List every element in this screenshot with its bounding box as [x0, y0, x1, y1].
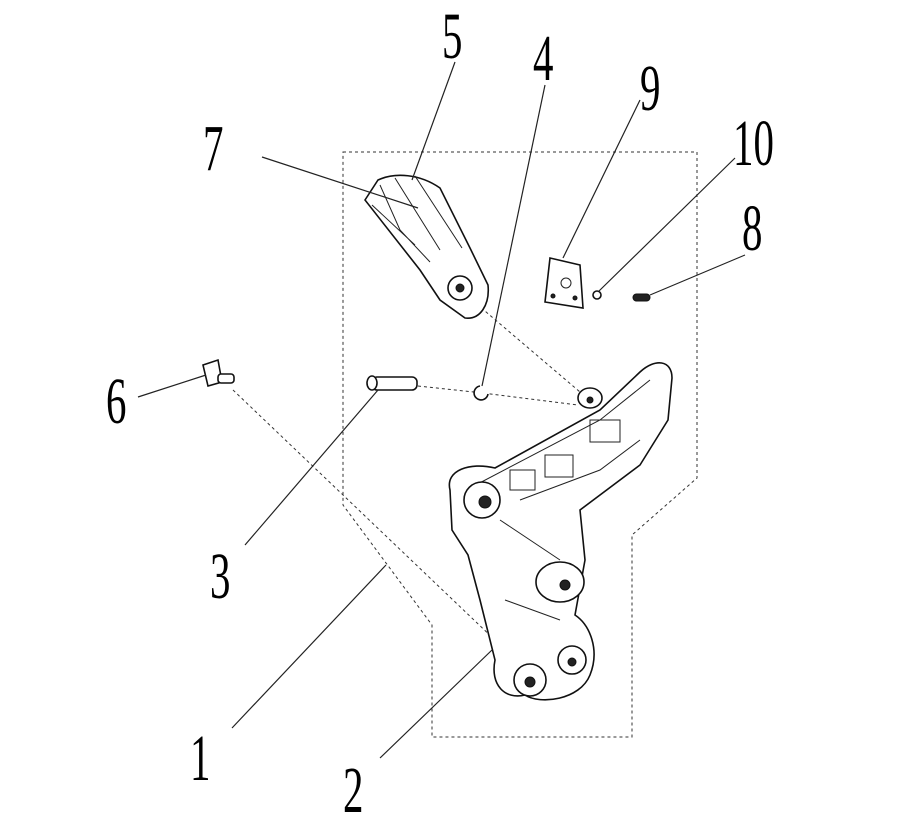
- assembly-line-pin: [417, 385, 579, 406]
- bracket-part: [448, 362, 673, 701]
- leader-3: [244, 389, 379, 546]
- leader-2: [379, 649, 493, 759]
- label-4: 4: [533, 21, 553, 94]
- label-8: 8: [742, 191, 762, 264]
- leader-9: [562, 99, 641, 259]
- label-7: 7: [203, 111, 223, 184]
- leader-7: [261, 156, 419, 209]
- label-3: 3: [210, 539, 230, 612]
- label-10: 10: [733, 106, 774, 179]
- label-9: 9: [640, 51, 660, 124]
- leader-1: [231, 564, 387, 729]
- plate-part: [544, 257, 584, 309]
- footrest-part: [364, 174, 490, 319]
- bolt-part: [202, 358, 235, 387]
- leader-4: [481, 84, 546, 387]
- pin-part: [366, 375, 418, 391]
- label-1: 1: [190, 721, 210, 794]
- leader-8: [649, 254, 746, 296]
- label-5: 5: [442, 0, 462, 72]
- spring-part: [632, 293, 651, 302]
- label-6: 6: [106, 364, 126, 437]
- ball-part: [592, 290, 602, 300]
- leader-6: [137, 374, 207, 398]
- label-2: 2: [343, 753, 363, 826]
- leader-10: [598, 157, 736, 292]
- assembly-line-footrest: [471, 299, 581, 393]
- assembly-boundary: [342, 151, 698, 738]
- clip-part: [473, 385, 489, 401]
- assembly-line-bolt: [232, 389, 498, 643]
- leader-5: [411, 61, 456, 181]
